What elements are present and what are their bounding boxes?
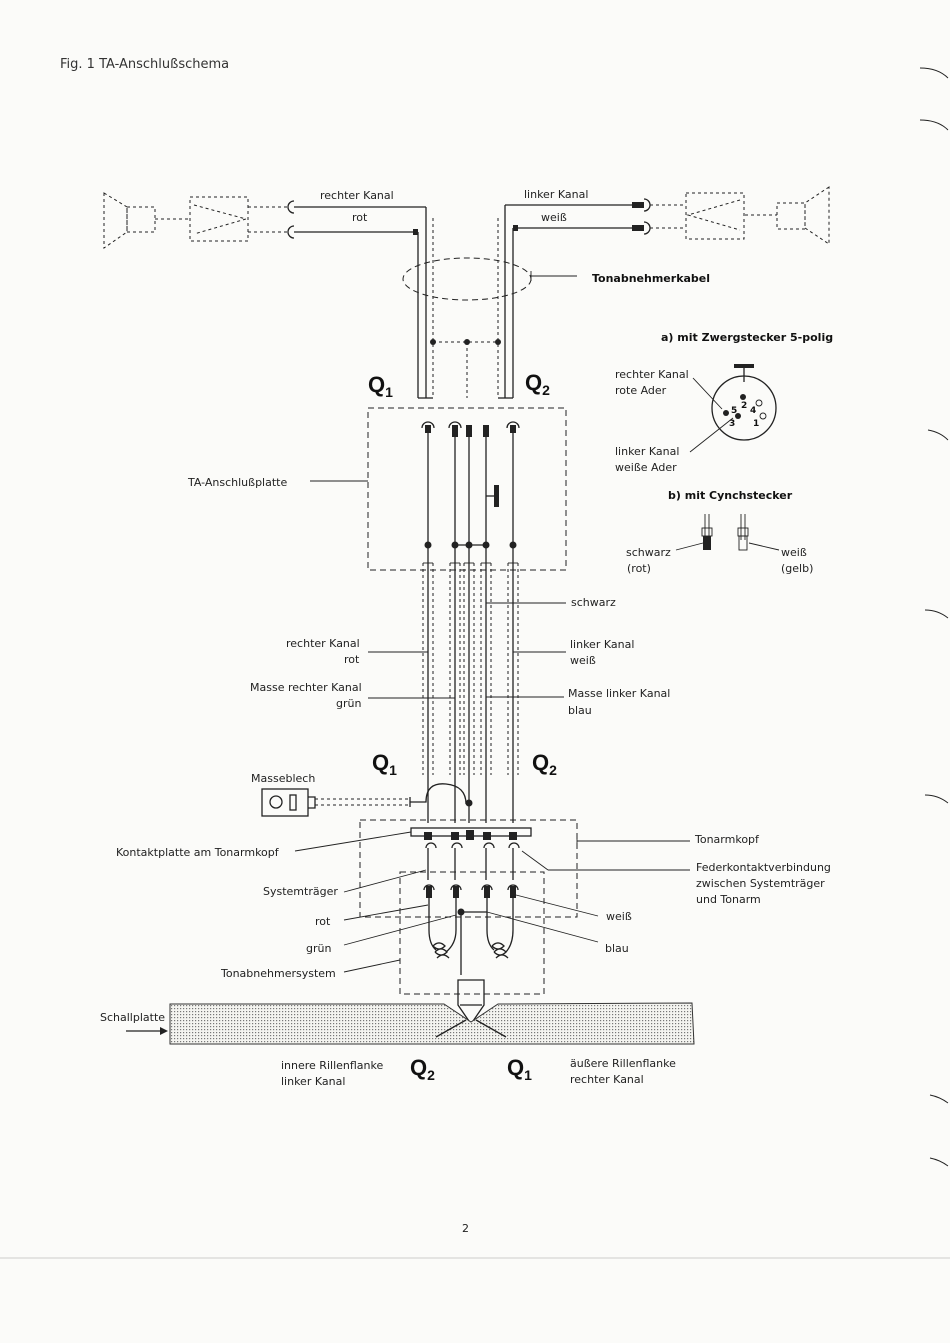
label-blau: blau — [605, 942, 629, 955]
label-right-channel: rechter Kanal — [286, 637, 360, 650]
top-weiss-label: weiß — [541, 211, 567, 224]
svg-text:5: 5 — [731, 406, 737, 416]
plug-a-title: a) mit Zwergstecker 5-polig — [661, 331, 833, 344]
plug-b-title: b) mit Cynchstecker — [668, 489, 793, 502]
system-carrier-terminals — [423, 884, 519, 975]
top-right-channel-label: rechter Kanal — [320, 189, 394, 202]
system-carrier-box — [399, 871, 545, 995]
connection-board-label: TA-Anschlußplatte — [187, 476, 287, 489]
cinch-plugs — [701, 514, 749, 551]
figure-title: Fig. 1 TA-Anschlußschema — [60, 57, 229, 72]
label-left-weiss: weiß — [570, 654, 596, 667]
plug-a-right-channel: rechter Kanal — [615, 368, 689, 381]
label-right-rot: rot — [344, 653, 360, 666]
din-plug-5pin: 2 4 5 3 1 — [711, 364, 777, 441]
plug-b-yellow: (gelb) — [781, 562, 813, 575]
q2-bottom: Q2 — [410, 1055, 435, 1083]
label-left-channel: linker Kanal — [570, 638, 634, 651]
label-systemtraeger: Systemträger — [263, 885, 338, 898]
svg-text:1: 1 — [753, 419, 759, 429]
left-speaker — [103, 192, 156, 249]
q2-middle: Q2 — [532, 750, 557, 778]
label-schwarz: schwarz — [571, 596, 616, 609]
label-outer-right-channel: rechter Kanal — [570, 1073, 644, 1086]
cable-label: Tonabnehmerkabel — [592, 272, 710, 285]
label-feder-3: und Tonarm — [696, 893, 761, 906]
record-surface — [169, 1002, 695, 1045]
label-gruen: grün — [306, 942, 331, 955]
label-feder-2: zwischen Systemträger — [696, 877, 825, 890]
plug-a-white-wire: weiße Ader — [615, 461, 677, 474]
plug-b-black: schwarz — [626, 546, 671, 559]
tonearm-head-box — [359, 819, 578, 918]
pickup-cable — [402, 205, 532, 399]
left-amplifier — [189, 196, 249, 242]
page-number: 2 — [462, 1222, 469, 1235]
label-inner-flank: innere Rillenflanke — [281, 1059, 383, 1072]
label-ground-right-gruen: grün — [336, 697, 361, 710]
label-masseblech: Masseblech — [251, 772, 315, 785]
top-rot-label: rot — [352, 211, 368, 224]
right-amplifier — [685, 192, 745, 240]
contact-plate-terminals — [424, 830, 520, 880]
q1-middle: Q1 — [372, 750, 397, 778]
label-inner-left-channel: linker Kanal — [281, 1075, 345, 1088]
label-outer-flank: äußere Rillenflanke — [570, 1057, 676, 1070]
right-speaker — [776, 186, 830, 245]
tonearm-cable — [422, 545, 519, 823]
ground-plate — [261, 783, 473, 817]
label-ground-left: Masse linker Kanal — [568, 687, 670, 700]
label-tonarmkopf: Tonarmkopf — [694, 833, 760, 846]
label-kontaktplatte: Kontaktplatte am Tonarmkopf — [116, 846, 280, 859]
label-weiss: weiß — [606, 910, 632, 923]
q2-upper: Q2 — [525, 370, 550, 398]
top-left-channel-label: linker Kanal — [524, 188, 588, 201]
q1-bottom: Q1 — [507, 1055, 532, 1083]
label-rot: rot — [315, 915, 331, 928]
stylus — [457, 979, 485, 1026]
label-schallplatte: Schallplatte — [100, 1011, 165, 1024]
label-tonabnehmersystem: Tonabnehmersystem — [220, 967, 336, 980]
board-terminals — [421, 421, 520, 549]
plug-a-left-channel: linker Kanal — [615, 445, 679, 458]
plug-a-red-wire: rote Ader — [615, 384, 667, 397]
svg-text:4: 4 — [750, 406, 756, 416]
q1-upper: Q1 — [368, 372, 393, 400]
binder-margin-marks — [919, 67, 949, 1167]
label-ground-right: Masse rechter Kanal — [250, 681, 362, 694]
plug-b-white: weiß — [781, 546, 807, 559]
label-feder-1: Federkontaktverbindung — [696, 861, 831, 874]
svg-text:2: 2 — [741, 401, 747, 411]
label-ground-left-blau: blau — [568, 704, 592, 717]
plug-b-red: (rot) — [627, 562, 651, 575]
svg-text:3: 3 — [729, 419, 735, 429]
